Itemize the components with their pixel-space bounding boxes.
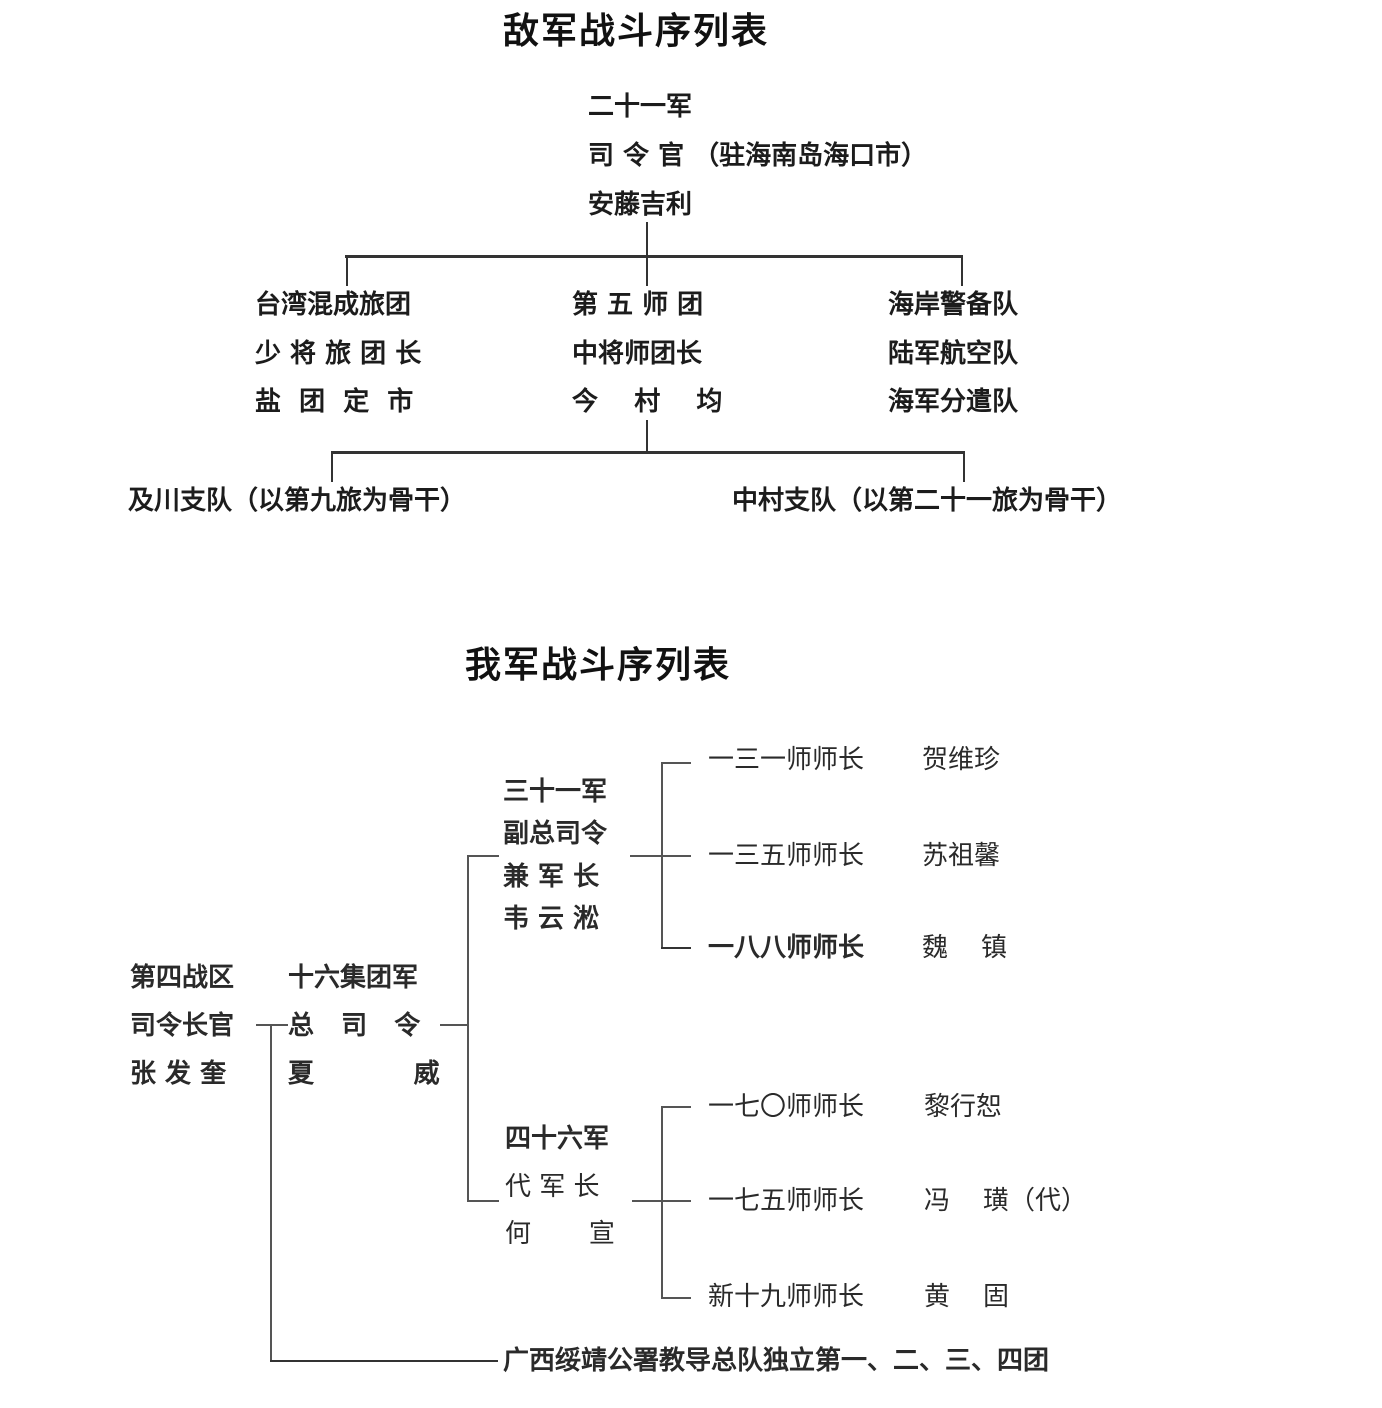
war-zone-commander: 张 发 奎 — [130, 1059, 227, 1089]
division-unit: 一七〇师师长 — [708, 1092, 865, 1122]
connector-line — [440, 1024, 468, 1026]
detachment-oikawa: 及川支队（以第九旅为骨干） — [128, 486, 467, 516]
branch-unit: 海岸警备队 — [888, 290, 1019, 320]
connector-line — [256, 1024, 288, 1026]
connector-line — [632, 1200, 662, 1202]
connector-line — [270, 1025, 272, 1362]
branch-unit: 台湾混成旅团 — [255, 290, 412, 320]
friendly-table-title: 我军战斗序列表 — [465, 645, 732, 686]
connector-line — [270, 1360, 498, 1362]
division-unit: 一三一师师长 — [708, 745, 865, 775]
connector-line — [646, 256, 648, 286]
connector-line — [661, 855, 691, 857]
army-position: 代 军 长 — [505, 1172, 600, 1202]
group-army-commander: 夏 威 — [288, 1059, 440, 1089]
connector-line — [963, 452, 965, 482]
connector-line — [630, 855, 662, 857]
detachment-nakamura: 中村支队（以第二十一旅为骨干） — [732, 486, 1123, 516]
connector-line — [346, 256, 348, 286]
connector-line — [661, 1297, 691, 1299]
branch-commander: 今 村 均 — [572, 387, 723, 417]
division-unit: 一三五师师长 — [708, 841, 865, 871]
connector-line — [467, 856, 469, 1201]
division-commander: 黄 固 — [924, 1282, 1010, 1312]
connector-line — [331, 451, 965, 454]
connector-line — [661, 1106, 663, 1298]
independent-regiments: 广西绥靖公署教导总队独立第一、二、三、四团 — [503, 1346, 1050, 1376]
branch-position: 少 将 旅 团 长 — [255, 339, 422, 369]
army-unit: 三十一军 — [503, 777, 608, 807]
branch-unit: 海军分遣队 — [888, 387, 1019, 417]
enemy-root-unit: 二十一军 — [588, 92, 693, 122]
army-position: 兼 军 长 — [503, 862, 600, 892]
enemy-table-title: 敌军战斗序列表 — [503, 11, 770, 52]
branch-commander: 盐 团 定 市 — [255, 387, 414, 417]
group-army-unit: 十六集团军 — [288, 963, 419, 993]
connector-line — [646, 420, 648, 452]
division-unit: 一八八师师长 — [708, 933, 865, 963]
division-commander: 冯 璜（代） — [924, 1186, 1088, 1216]
war-zone-position: 司令长官 — [130, 1011, 235, 1041]
connector-line — [661, 762, 691, 764]
division-commander: 苏祖馨 — [922, 841, 1001, 871]
group-army-position: 总 司 令 — [288, 1011, 421, 1041]
connector-line — [646, 222, 648, 256]
enemy-root-position: 司 令 官 （驻海南岛海口市） — [588, 141, 928, 171]
connector-line — [661, 1200, 691, 1202]
division-commander: 贺维珍 — [922, 745, 1001, 775]
division-commander: 黎行恕 — [924, 1092, 1003, 1122]
army-commander: 韦 云 淞 — [503, 904, 600, 934]
division-commander: 魏 镇 — [922, 933, 1008, 963]
connector-line — [661, 947, 691, 949]
enemy-root-commander: 安藤吉利 — [588, 190, 693, 220]
connector-line — [661, 1106, 691, 1108]
army-unit: 四十六军 — [505, 1124, 610, 1154]
connector-line — [961, 256, 963, 286]
connector-line — [345, 255, 963, 258]
connector-line — [467, 855, 499, 857]
branch-unit: 陆军航空队 — [888, 339, 1019, 369]
division-unit: 一七五师师长 — [708, 1186, 865, 1216]
branch-position: 中将师团长 — [572, 339, 703, 369]
war-zone-unit: 第四战区 — [130, 963, 235, 993]
connector-line — [467, 1200, 499, 1202]
division-unit: 新十九师师长 — [708, 1282, 865, 1312]
army-commander: 何 宣 — [505, 1219, 615, 1249]
connector-line — [331, 452, 333, 482]
army-position: 副总司令 — [503, 819, 608, 849]
branch-unit: 第 五 师 团 — [572, 290, 704, 320]
